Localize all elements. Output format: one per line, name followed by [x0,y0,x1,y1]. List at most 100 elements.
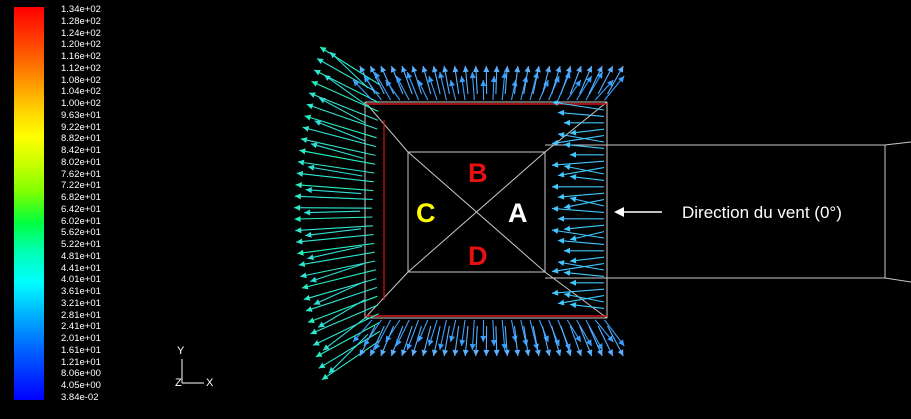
color-scale-tick-label: 5.22e+01 [61,239,101,251]
color-scale-tick-label: 1.04e+02 [61,86,101,98]
velocity-vector-right [557,239,605,245]
velocity-vector-left-head [310,142,318,149]
velocity-vector-left [307,295,378,323]
velocity-vector-left [307,166,363,177]
velocity-vector-right-head [552,161,559,168]
velocity-vector-left-head [299,148,306,155]
axis-x-label: X [206,377,214,389]
velocity-vector-bottom-head [452,349,459,356]
color-scale-tick-label: 6.42e+01 [61,203,101,215]
color-scale-tick-label: 3.21e+01 [61,297,101,309]
velocity-vector-left-head [318,321,325,328]
velocity-vector-top-head [473,66,480,73]
velocity-vector-top-head [438,72,445,79]
velocity-vector-right-head [558,299,565,306]
velocity-vector-top-head [483,66,490,73]
velocity-vector-left [316,57,380,95]
velocity-vector-bottom-head [417,335,424,342]
color-scale-tick-label: 3.84e-02 [61,392,99,403]
velocity-vector-left [305,286,378,312]
velocity-vector-right-head [552,139,559,146]
color-scale-tick-label: 7.22e+01 [61,180,101,192]
velocity-vector-left-head [307,164,315,171]
color-scale-tick-label: 4.01e+01 [61,274,101,286]
velocity-vector-right-head [552,267,559,274]
velocity-vector-left-head [305,187,312,194]
velocity-vector-left-head [295,227,302,234]
velocity-vector-top-head [554,76,560,83]
face-label-b: B [468,158,488,188]
velocity-vector-bottom-head [522,339,529,346]
wireframe-edge [544,271,608,319]
velocity-vector-left [307,245,363,260]
velocity-vector-right-head [570,257,577,264]
color-scale-tick-label: 3.61e+01 [61,286,101,298]
velocity-vector-left [318,97,367,124]
velocity-vector-left [308,92,378,121]
velocity-vector-left-head [294,215,301,222]
velocity-vector-left-head [304,114,312,121]
velocity-vector-top-head [617,66,624,73]
velocity-vector-left-head [301,283,309,290]
wind-direction-label: Direction du vent (0°) [682,203,842,222]
velocity-vector-left [299,149,376,165]
velocity-vector-left [295,225,374,232]
velocity-vector-left [294,195,373,200]
velocity-vector-bottom-head [576,349,582,356]
velocity-vector-left-head [305,231,312,238]
color-scale-tick-label: 1.16e+02 [61,51,101,63]
color-scale-tick-label: 2.81e+01 [61,309,101,321]
velocity-vector-left-head [304,209,311,216]
velocity-vector-top-head [462,66,469,73]
velocity-vector-left [304,210,361,214]
velocity-vector-left [310,304,379,335]
face-label-d: D [468,241,488,271]
velocity-vector-left [297,161,375,174]
velocity-vector-top-head [469,72,476,79]
color-scale-tick-label: 1.08e+02 [61,74,101,86]
velocity-vector-bottom-head [385,335,392,342]
velocity-vector-right [551,207,605,213]
velocity-vector-bottom-head [586,339,592,346]
velocity-vector-right [557,111,605,117]
velocity-vector-top-head [421,66,428,73]
velocity-vector-left [315,322,380,358]
velocity-vector-left-head [314,69,321,76]
wind-arrow-head [614,207,624,217]
color-scale-tick-label: 7.62e+01 [61,168,101,180]
velocity-vector-left [305,189,362,195]
velocity-vector-top-head [490,76,497,83]
velocity-vector-left-head [297,249,304,256]
velocity-vector-left-head [309,92,316,98]
velocity-vector-top-head [418,80,424,87]
velocity-vector-left [312,313,379,346]
color-scale-tick-label: 1.00e+02 [61,98,101,110]
velocity-vector-right [551,101,605,111]
velocity-vector-right [551,135,605,145]
velocity-vector-right-head [552,205,559,212]
velocity-vector-left [329,51,369,89]
velocity-vector-right-head [558,215,564,222]
velocity-vector-top-head [555,66,562,73]
velocity-vector-top-head [607,66,613,73]
velocity-vector-top-head [545,66,551,73]
velocity-vector-top-head [501,72,508,79]
velocity-vector-bottom-head [617,349,624,356]
color-scale-tick-label: 1.61e+01 [61,344,101,356]
velocity-vector-right [551,229,605,239]
velocity-vector-bottom-head [597,343,603,350]
velocity-vector-left-head [313,340,320,346]
velocity-vector-left-head [300,137,308,144]
velocity-vector-right-head [552,289,559,296]
velocity-vector-top-head [370,66,376,73]
color-scale-tick-label: 4.81e+01 [61,250,101,262]
color-scale-tick-label: 1.24e+02 [61,27,101,39]
velocity-vector-right [563,293,605,303]
velocity-vector-left [314,120,365,142]
velocity-vector-left-head [320,47,327,53]
color-scale-tick-label: 8.02e+01 [61,156,101,168]
velocity-vector-top-head [565,66,572,73]
velocity-vector-bottom-head [396,339,402,346]
velocity-vector-bottom-head [555,349,562,356]
